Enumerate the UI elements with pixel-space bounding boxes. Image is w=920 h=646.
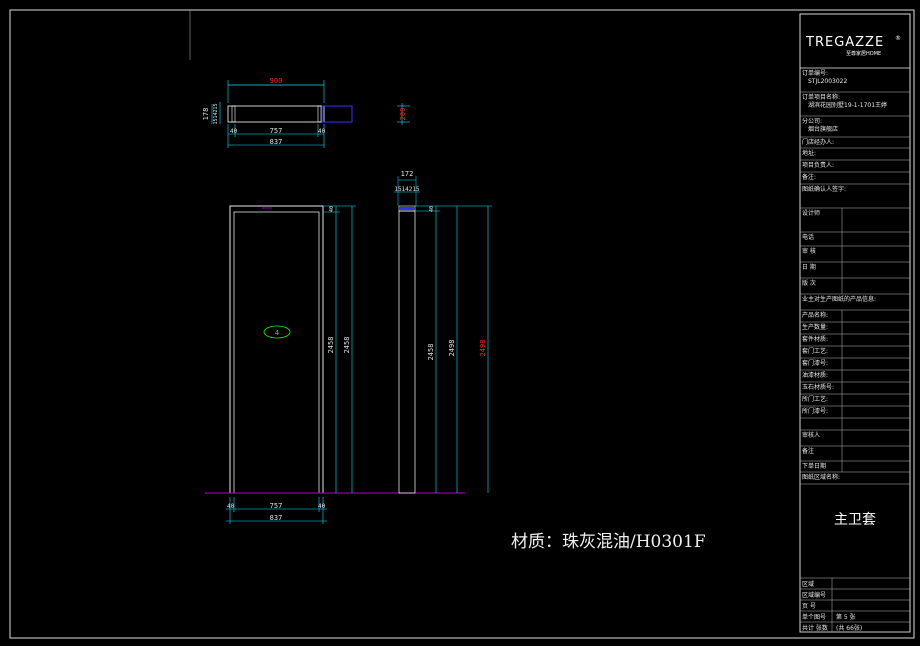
title-block-bottom-label: 区域 [802,580,814,588]
title-block-value: STJL2003022 [808,78,847,85]
title-block-label: 所门漆号: [802,407,828,415]
title-block-label: 订单项目名称: [802,93,840,101]
title-block-label: 套门工艺: [802,347,828,355]
title-block-label: 分公司: [802,117,822,125]
brand-subtitle: 至尊家居HOME [846,50,881,57]
title-block-label: 门店经办人: [802,138,834,146]
side-dim-1: 2458 [427,344,435,361]
top-depth-b: 1514215 [213,103,219,124]
door-tag: 4 [275,329,279,337]
title-block-label: 下单日期 [802,462,826,470]
title-block-label: 项目负责人: [802,161,834,169]
door-tag-ellipse [263,325,291,339]
title-block-label: 生产数量: [802,323,828,331]
title-block-label: 图纸确认人签字: [802,185,846,193]
side-dim-2: 2498 [448,340,456,357]
title-block-label: 产品名称: [802,311,828,319]
title-block-rows: 订单编号:STJL2003022 订单项目名称:湖滨花园别墅19-1-1701王婷… [800,69,910,485]
area-name: 主卫套 [834,512,876,528]
title-block-bottom-value: 第 5 张 [836,613,856,621]
title-block-label: 套件材质: [802,335,828,343]
front-view: 4 40 2458 2458 40 757 40 837 [205,205,465,524]
title-block-value: 湖滨花园别墅19-1-1701王婷 [808,101,887,109]
top-left-end: 40 [230,128,238,135]
title-block-label: 玉石材质号: [802,383,834,391]
title-block-label: 订单编号: [802,69,828,77]
title-block-value: 烟台旗舰店 [808,125,838,133]
top-view-frame [227,105,325,123]
top-view: 900 178 1514215 200 40 757 40 837 [202,77,410,148]
title-block-label: 地址: [802,149,816,157]
title-block-label: 所门工艺: [802,395,828,403]
title-block-label: 审 核 [802,247,816,255]
top-view-blue-block [321,105,353,123]
side-width: 172 [401,170,414,178]
title-block-label: 设计师 [802,209,820,217]
title-block-label: 套门漆号: [802,359,828,367]
top-side-mark: 200 [399,108,407,121]
door-frame-outer [229,205,324,494]
title-block-bottom-label: 单个图号 [802,613,826,621]
top-total: 837 [270,138,283,146]
door-frame-inner [233,211,320,494]
top-depth-a: 178 [202,108,210,121]
title-block-label: 图纸区域名称: [802,473,840,481]
top-center: 757 [270,127,283,135]
title-block-label: 日 期 [802,263,816,271]
title-block-bottom-label: 区域编号 [802,591,826,599]
front-bottom-center: 757 [270,502,283,510]
front-head-height: 40 [329,206,335,212]
title-block-bottom-value: (共 66张) [836,624,862,632]
material-note: 材质：珠灰混油/H0301F [511,532,706,552]
title-block-bottom-label: 共计 张数 [802,624,828,632]
drawing-border [9,9,915,639]
title-block-label: 电话 [802,233,814,241]
title-block: TREGAZZE ® 至尊家居HOME 订单编号:STJL2003022 订单项目… [799,13,911,633]
front-frame-height: 2458 [343,337,351,354]
title-block-label: 业主对生产图纸的产品信息: [802,295,876,303]
front-bottom-right: 40 [318,503,326,510]
title-block-label: 油漆材质: [802,371,828,379]
top-overall-dim: 900 [270,77,283,85]
brand-logo: TREGAZZE [805,35,884,50]
side-sub-dims: 1514215 [394,186,420,193]
side-dim-3: 2498 [479,340,487,357]
top-right-end: 40 [318,128,326,135]
front-bottom-total: 837 [270,514,283,522]
side-frame [398,210,416,494]
front-opening-height: 2458 [327,337,335,354]
title-block-label: 备注: [802,173,816,181]
title-block-label: 备注 [802,447,814,455]
title-block-label: 版 次 [802,279,816,287]
side-head-height: 40 [429,206,435,212]
title-block-label: 审核人 [802,431,820,439]
front-bottom-left: 40 [227,503,235,510]
side-view: 172 1514215 40 2458 2498 2498 [394,170,492,494]
title-block-bottom-label: 页 号 [802,603,816,610]
registered-mark: ® [895,35,901,42]
